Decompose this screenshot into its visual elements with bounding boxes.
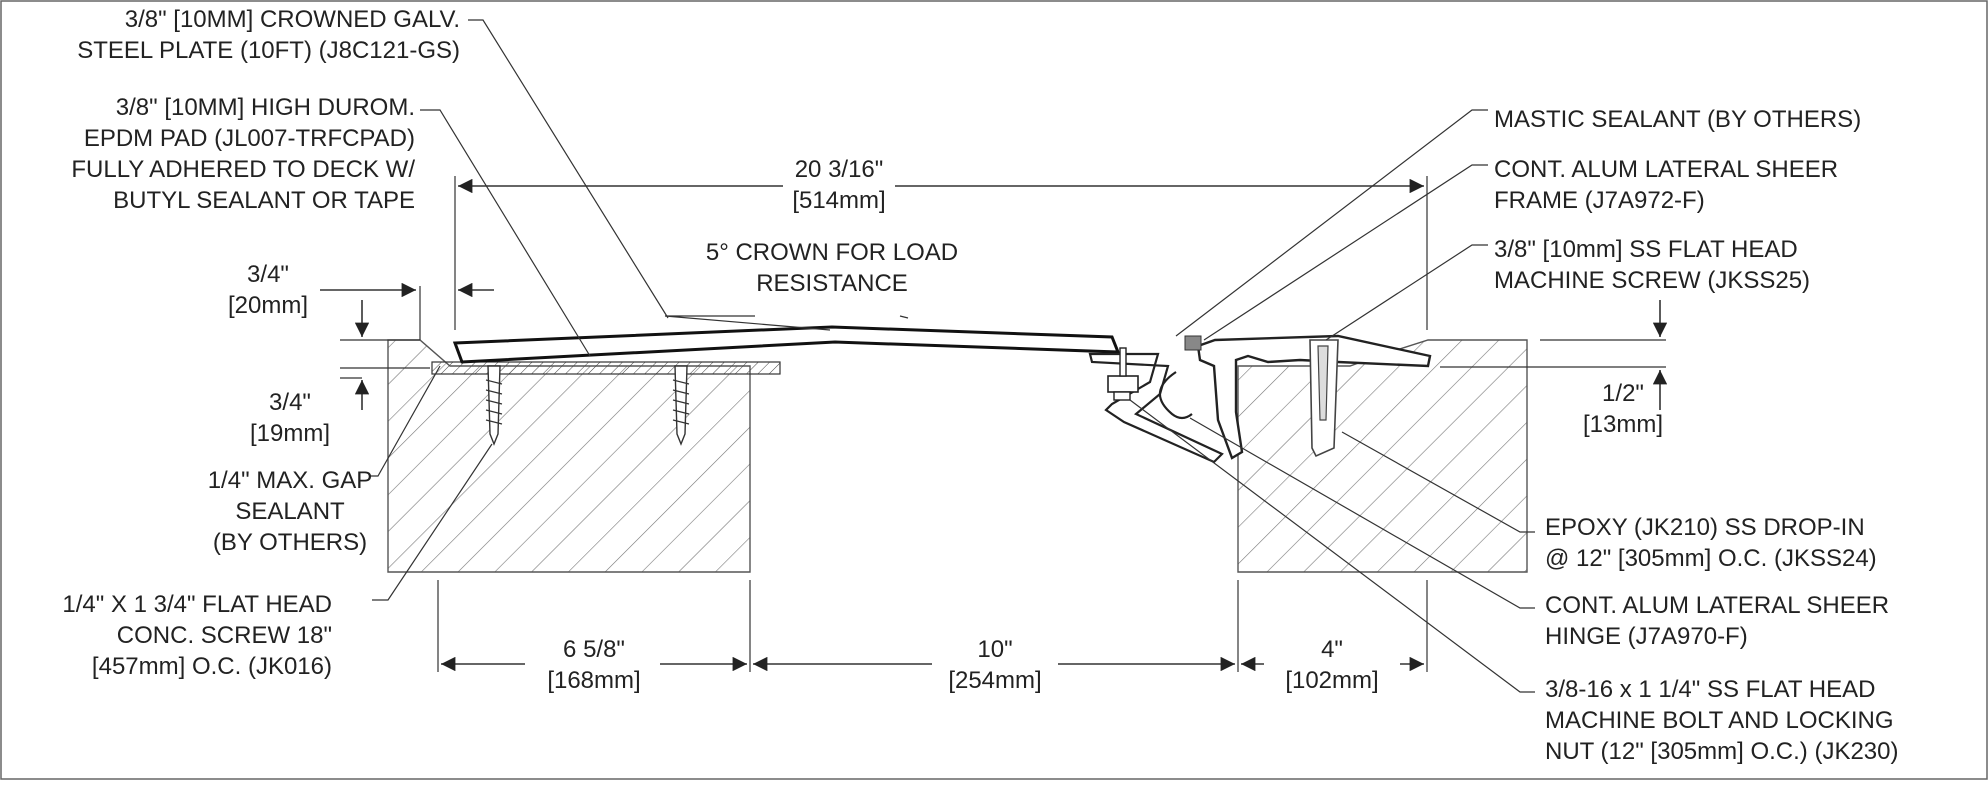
crowned-steel-plate [452,325,1121,364]
dim-left-block-mm: [168mm] [547,667,640,694]
dim-overall: 20 3/16" [514mm] [454,156,1428,330]
svg-text:(BY OTHERS): (BY OTHERS) [213,529,367,556]
dim-overall-mm: [514mm] [792,187,885,214]
svg-text:RESISTANCE: RESISTANCE [756,270,908,297]
callout-epoxy: EPOXY (JK210) SS DROP-IN @ 12" [305mm] O… [1545,514,1877,572]
svg-text:CONC. SCREW 18": CONC. SCREW 18" [117,622,332,649]
svg-text:STEEL PLATE (10FT) (J8C121-GS): STEEL PLATE (10FT) (J8C121-GS) [77,37,460,64]
dim-right-step-in: 1/2" [1602,380,1644,407]
dim-pad-thk-in: 3/4" [269,389,311,416]
svg-text:3/8" [10MM] CROWNED GALV.: 3/8" [10MM] CROWNED GALV. [125,6,460,33]
callout-conc-screw: 1/4" X 1 3/4" FLAT HEAD CONC. SCREW 18" … [62,591,332,680]
dim-pad-thickness: 3/4" [19mm] [250,300,430,447]
callout-pad: 3/8" [10MM] HIGH DUROM. EPDM PAD (JL007-… [71,94,415,214]
dim-right-block-mm: [102mm] [1285,667,1378,694]
callout-hinge: CONT. ALUM LATERAL SHEER HINGE (J7A970-F… [1545,592,1889,650]
svg-text:CONT. ALUM LATERAL SHEER: CONT. ALUM LATERAL SHEER [1545,592,1889,619]
machine-bolt [1107,347,1139,401]
svg-text:NUT (12" [305mm] O.C.) (JK230): NUT (12" [305mm] O.C.) (JK230) [1545,738,1899,765]
callout-plate: 3/8" [10MM] CROWNED GALV. STEEL PLATE (1… [77,6,460,64]
callout-frame: CONT. ALUM LATERAL SHEER FRAME (J7A972-F… [1494,156,1838,214]
epoxy-drop-in-anchor [1309,339,1339,458]
dim-top-left: 3/4" [20mm] [228,261,494,341]
svg-text:@ 12" [305mm] O.C. (JKSS24): @ 12" [305mm] O.C. (JKSS24) [1545,545,1877,572]
dim-gap-in: 10" [977,636,1012,663]
dim-right-step-mm: [13mm] [1583,411,1663,438]
svg-text:[457mm] O.C. (JK016): [457mm] O.C. (JK016) [92,653,332,680]
svg-text:HINGE (J7A970-F): HINGE (J7A970-F) [1545,623,1748,650]
dim-left-block-in: 6 5/8" [563,636,625,663]
svg-text:FULLY ADHERED TO DECK W/: FULLY ADHERED TO DECK W/ [71,156,415,183]
dim-bottom: 6 5/8" [168mm] 10" [254mm] 4" [102mm] [437,580,1428,694]
dim-right-block-in: 4" [1321,636,1343,663]
dim-gap-mm: [254mm] [948,667,1041,694]
lateral-sheer-hinge [1088,352,1224,464]
svg-text:FRAME (J7A972-F): FRAME (J7A972-F) [1494,187,1705,214]
callout-crown: 5° CROWN FOR LOAD RESISTANCE [706,239,958,297]
svg-text:CONT. ALUM LATERAL SHEER: CONT. ALUM LATERAL SHEER [1494,156,1838,183]
epdm-pad [431,361,781,375]
svg-text:3/8" [10MM] HIGH DUROM.: 3/8" [10MM] HIGH DUROM. [116,94,415,121]
dim-pad-thk-mm: [19mm] [250,420,330,447]
svg-text:BUTYL SEALANT OR TAPE: BUTYL SEALANT OR TAPE [113,187,415,214]
dim-overall-in: 20 3/16" [795,156,884,183]
svg-text:5° CROWN FOR LOAD: 5° CROWN FOR LOAD [706,239,958,266]
svg-text:MASTIC SEALANT (BY OTHERS): MASTIC SEALANT (BY OTHERS) [1494,106,1861,133]
dim-top-left-in: 3/4" [247,261,289,288]
callout-bolt: 3/8-16 x 1 1/4" SS FLAT HEAD MACHINE BOL… [1545,676,1899,765]
callout-ss-screw: 3/8" [10mm] SS FLAT HEAD MACHINE SCREW (… [1494,236,1810,294]
svg-text:3/8-16 x 1 1/4" SS FLAT HEAD: 3/8-16 x 1 1/4" SS FLAT HEAD [1545,676,1875,703]
svg-text:1/4" MAX. GAP: 1/4" MAX. GAP [208,467,373,494]
svg-text:MACHINE SCREW (JKSS25): MACHINE SCREW (JKSS25) [1494,267,1810,294]
svg-text:EPDM PAD (JL007-TRFCPAD): EPDM PAD (JL007-TRFCPAD) [84,125,415,152]
callout-mastic: MASTIC SEALANT (BY OTHERS) [1494,106,1861,133]
leader-lines [370,19,1535,693]
dim-right-step: 1/2" [13mm] [1440,300,1668,438]
svg-text:1/4" X 1 3/4" FLAT HEAD: 1/4" X 1 3/4" FLAT HEAD [62,591,332,618]
dim-top-left-mm: [20mm] [228,292,308,319]
svg-text:EPOXY (JK210) SS DROP-IN: EPOXY (JK210) SS DROP-IN [1545,514,1865,541]
concrete-screw-1 [485,365,503,446]
svg-text:3/8" [10mm] SS FLAT HEAD: 3/8" [10mm] SS FLAT HEAD [1494,236,1798,263]
concrete-screw-2 [672,365,690,446]
mastic-sealant [1184,335,1202,351]
callout-gap-sealant: 1/4" MAX. GAP SEALANT (BY OTHERS) [208,467,373,556]
svg-text:SEALANT: SEALANT [235,498,345,525]
right-concrete-block [1237,339,1528,573]
left-concrete-block [387,339,751,573]
svg-text:MACHINE BOLT AND LOCKING: MACHINE BOLT AND LOCKING [1545,707,1894,734]
